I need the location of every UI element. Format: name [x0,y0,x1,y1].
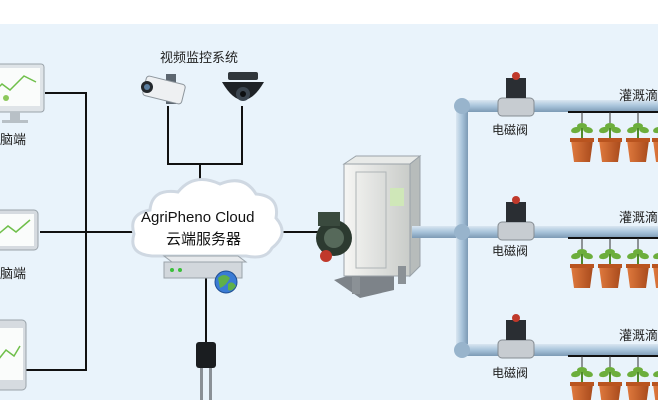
potted-plant-icon [598,238,622,288]
potted-plant-icon [598,356,622,404]
potted-plant-icon [652,370,658,404]
potted-plant-icon [626,238,650,288]
soil-sensor-icon [196,342,216,400]
cloud-subtitle: 云端服务器 [166,230,242,248]
phone-icon [0,319,27,391]
potted-plant-icon [570,112,594,162]
desktop-label: 电脑端 [0,133,27,148]
solenoid-valve-icon-2 [497,196,535,241]
potted-plant-icon [652,252,658,288]
potted-plant-icon [626,356,650,404]
potted-plant-icon [570,356,594,404]
drip-label-1: 灌溉滴 [619,89,658,104]
globe-icon [214,270,238,294]
potted-plant-icon [626,112,650,162]
valve-label-3: 电磁阀 [492,366,529,380]
dome-camera-icon [222,72,264,101]
drip-label-3: 灌溉滴 [619,329,658,344]
cloud-title: AgriPheno Cloud [141,209,255,226]
pump-cabinet-icon [316,154,422,298]
network-lines [20,92,334,371]
solenoid-valve-icon-1 [497,72,535,117]
potted-plant-icon [570,238,594,288]
potted-plants [568,111,658,404]
bullet-camera-icon [141,74,186,105]
tablet-label: 电脑端 [0,267,27,282]
valve-label-1: 电磁阀 [492,123,529,137]
desktop-computer-icon [0,63,45,123]
tablet-icon [0,209,39,251]
drip-label-2: 灌溉滴 [619,211,658,226]
potted-plant-icon [652,126,658,162]
potted-plant-icon [598,112,622,162]
solenoid-valve-icon-3 [497,314,535,359]
valve-label-2: 电磁阀 [492,244,529,258]
camera-system-label: 视频监控系统 [160,51,239,66]
cloud-shape [131,178,284,259]
